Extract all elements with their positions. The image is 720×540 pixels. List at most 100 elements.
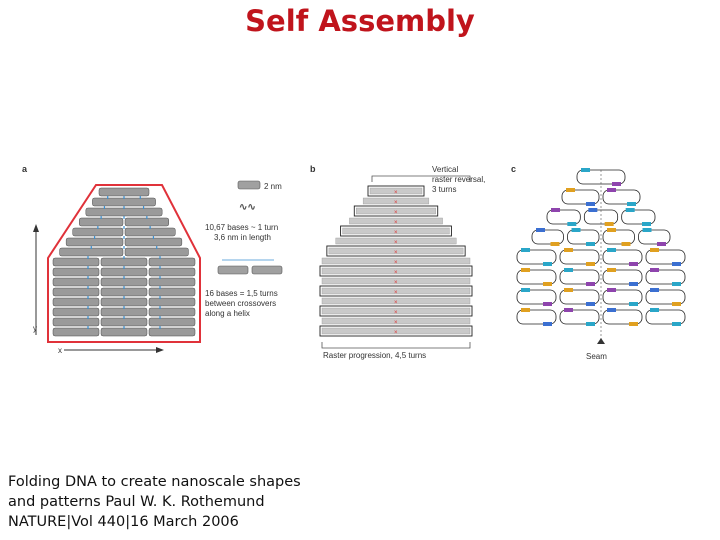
scaffold-loop [602,189,641,205]
staple-mark [650,268,659,272]
slide-title: Self Assembly [245,4,475,38]
staple-mark [672,302,681,306]
raster-row [321,307,471,315]
scaffold-loop [583,209,619,225]
crossover-label-1: 16 bases = 1,5 turns [205,289,278,298]
helix-segment [52,327,100,337]
double-helix-icon: ∿∿ [239,202,256,213]
staple-mark [607,188,616,192]
reversal-loop [319,325,473,337]
turn-length-label-2: 3,6 nm in length [214,233,271,242]
crossover-label-2: between crossovers [205,299,276,308]
staple-mark [521,308,530,312]
staple-mark [621,242,631,246]
scaffold-loop [559,289,600,305]
panel-b: b Vertical raster reversal, 3 turns ××××… [310,164,485,360]
crossover-marker: × [394,230,398,236]
helix-segment [148,307,196,317]
raster-row [321,297,471,305]
raster-row [321,257,471,265]
scaffold-loop [621,209,656,225]
staple-mark [642,222,651,226]
dna-origami-figure: a y x 2 nm ∿∿ 10,67 bases ~ 1 turn 3,6 n… [22,164,686,361]
crossover-marker: × [394,210,398,216]
helix-segment [124,217,169,227]
citation-line-3: NATURE|Vol 440|16 March 2006 [8,514,239,530]
helix-segment [148,277,196,287]
scaffold-loop [638,229,671,245]
reversal-loop [367,185,425,197]
turn-length-label-1: 10,67 bases ~ 1 turn [205,223,278,232]
panel-c-letter: c [511,164,516,174]
staple-mark [607,308,616,312]
scaffold-loop [645,289,686,305]
staple-mark [571,228,581,232]
staple-mark [536,228,545,232]
scaffold-loop [561,189,600,205]
citation-line-1: Folding DNA to create nanoscale shapes [8,474,301,490]
staple-mark [612,182,621,186]
staple-mark [627,202,636,206]
raster-row [321,287,471,295]
scaffold-loop [602,289,643,305]
staple-mark [567,222,577,226]
x-axis-arrowhead-icon [156,347,164,353]
axis-label-x: x [58,346,62,355]
scaffold-loop [531,229,564,245]
helix-scale-label: 2 nm [264,182,282,191]
helix-segment [148,287,196,297]
staple-mark [650,288,659,292]
staple-mark [564,288,573,292]
scaffold-loop [645,249,686,265]
scaffold-loop [516,249,557,265]
reversal-loop [353,205,439,217]
scaffold-loop [559,249,600,265]
staple-mark [543,262,552,266]
reversal-loop [319,265,473,277]
helix-segment [52,267,100,277]
panel-c: c Seam [511,164,686,361]
helix-segment [92,197,156,207]
staple-mark [657,242,666,246]
staple-mark [564,308,573,312]
citation-caption: Folding DNA to create nanoscale shapes a… [8,472,368,532]
staple-mark [650,308,659,312]
staple-mark [672,282,681,286]
crossover-marker: × [394,260,398,266]
crossover-marker: × [394,310,398,316]
raster-row [349,217,443,225]
panel-b-letter: b [310,164,316,174]
staple-mark [586,242,595,246]
reversal-label-3: 3 turns [432,185,456,194]
helix-bundle [52,187,196,337]
helix-segment [65,237,124,247]
helix-segment [52,297,100,307]
scaffold-loop [516,309,557,325]
reversal-loop [319,285,473,297]
staple-mark [672,262,681,266]
raster-rows: ××××××××××××××× [319,185,473,337]
y-axis-arrowhead-icon [33,224,39,232]
helix-segment [100,317,148,327]
raster-row [321,277,471,285]
crossover-marker: × [394,320,398,326]
staple-mark [672,322,681,326]
helix-segment [52,307,100,317]
raster-row [335,237,457,245]
scaffold-loop [559,269,600,285]
raster-row [321,267,471,275]
helix-segment [52,287,100,297]
scaffold-loop [516,289,557,305]
staple-mark [607,228,616,232]
helix-segment [148,327,196,337]
staple-mark [543,302,552,306]
helix-segment [100,277,148,287]
scaffold-loop [602,309,643,325]
staple-mark [650,248,659,252]
reversal-loop [340,225,452,237]
progression-bracket [321,342,471,349]
helix-segment [52,317,100,327]
staple-mark [629,282,638,286]
helix-segment [98,187,150,197]
staple-mark [625,208,635,212]
